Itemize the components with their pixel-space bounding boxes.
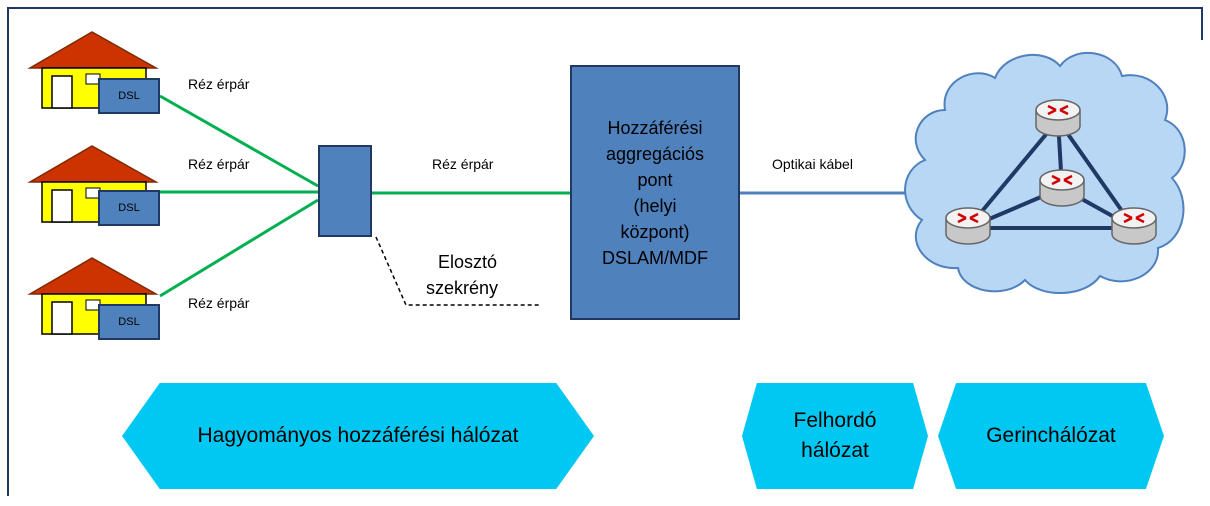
aggregation-point-box: Hozzáférési aggregációs pont (helyi közp… [570, 65, 740, 320]
aggregation-line-6: DSLAM/MDF [601, 247, 708, 268]
optical-cable-label: Optikai kábel [772, 156, 853, 172]
backhaul-label-line-1: Felhordó [793, 409, 877, 432]
dsl-modem-2: DSL [98, 190, 160, 226]
dsl-modem-1: DSL [98, 78, 160, 114]
core-network-label: Gerinchálózat [986, 424, 1116, 447]
aggregation-line-4: (helyi [633, 195, 677, 216]
copper-line-1 [159, 94, 319, 188]
copper-label-3: Réz érpár [188, 295, 250, 311]
access-network-segment: Hagyományos hozzáférési hálózat [122, 383, 594, 489]
backhaul-network-segment: Felhordó hálózat [742, 383, 928, 489]
router-icon [945, 207, 991, 245]
router-icon [1035, 99, 1081, 137]
cabinet-label-line-1: Elosztó [438, 252, 498, 272]
aggregation-line-5: központ) [620, 221, 690, 242]
router-icon [1039, 169, 1085, 207]
aggregation-line-2: aggregációs [605, 143, 705, 164]
house-icon [27, 145, 159, 223]
cabinet-callout-line [375, 236, 540, 306]
cabinet-label-line-2: szekrény [426, 278, 499, 298]
aggregation-line-1: Hozzáférési [607, 117, 703, 138]
trunk-copper-label: Réz érpár [432, 156, 494, 172]
copper-label-1: Réz érpár [188, 76, 250, 92]
copper-label-2: Réz érpár [188, 156, 250, 172]
frame-border [7, 7, 1203, 496]
core-network-segment: Gerinchálózat [938, 383, 1164, 489]
backhaul-label-line-2: hálózat [801, 439, 869, 462]
router-icon [1111, 207, 1157, 245]
copper-line-3 [159, 198, 319, 298]
dsl-modem-3: DSL [98, 304, 160, 340]
aggregation-line-3: pont [637, 169, 673, 190]
access-network-label: Hagyományos hozzáférési hálózat [197, 424, 519, 447]
distribution-cabinet-box [318, 145, 372, 237]
